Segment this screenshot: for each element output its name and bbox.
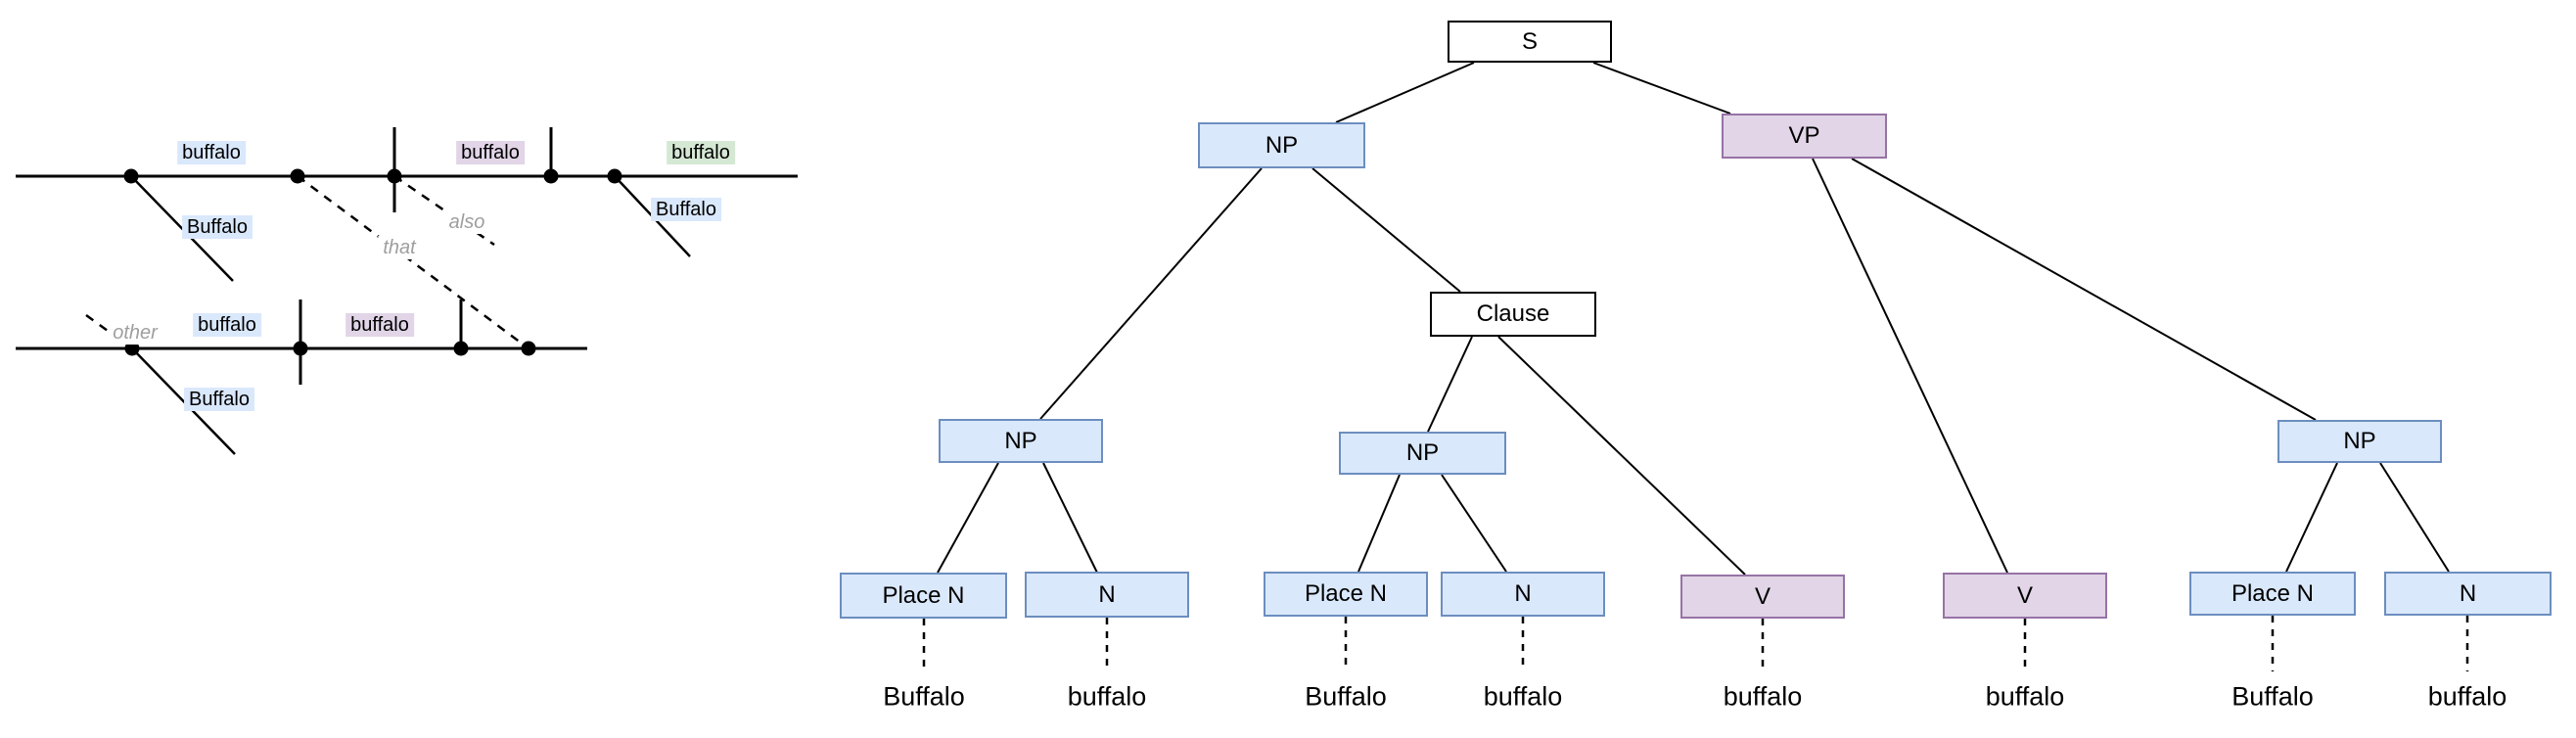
tree-node-np-left: NP (939, 419, 1103, 463)
leaf-word-1-buffalo: Buffalo (883, 681, 965, 712)
attachment-dot-6 (124, 341, 140, 356)
tree-node-vp: VP (1722, 114, 1887, 159)
tree-edge-5 (1427, 336, 1473, 433)
leaf-word-4-buffalo: buffalo (1483, 681, 1563, 712)
tree-node-n-1: N (1025, 572, 1189, 618)
tree-node-clause: Clause (1430, 292, 1596, 337)
diagram-word-buffalo-8: Buffalo (184, 388, 254, 411)
attachment-dot-3 (387, 168, 402, 184)
attachment-dot-2 (290, 168, 305, 184)
leaf-word-8-buffalo: buffalo (2427, 681, 2507, 712)
tree-node-v-1: V (1680, 575, 1845, 619)
leaf-word-3-buffalo: Buffalo (1305, 681, 1387, 712)
leaf-word-5-buffalo: buffalo (1723, 681, 1803, 712)
implied-word-that-10: that (378, 236, 421, 259)
tree-node-n-2: N (1441, 572, 1605, 617)
diagram-word-buffalo-2: buffalo (456, 141, 525, 164)
leaf-word-2-buffalo: buffalo (1067, 681, 1147, 712)
tree-edge-1 (1335, 62, 1475, 123)
diagram-word-buffalo-3: buffalo (667, 141, 735, 164)
tree-edge-13 (2285, 462, 2338, 573)
tree-node-place-n-3: Place N (2189, 572, 2356, 616)
modifier-line-3 (131, 347, 236, 455)
tree-edge-2 (1592, 62, 1731, 115)
leaf-word-6-buffalo: buffalo (1985, 681, 2065, 712)
tree-node-place-n-2: Place N (1264, 572, 1428, 617)
tree-edge-6 (1497, 336, 1746, 576)
tree-edge-14 (2379, 462, 2450, 573)
diagram-word-buffalo-6: buffalo (193, 313, 261, 337)
tree-edge-4 (1311, 167, 1461, 293)
implied-word-other-11: other (108, 321, 162, 345)
tree-node-s: S (1448, 21, 1612, 63)
diagram-word-buffalo-4: Buffalo (182, 215, 253, 239)
tree-node-np-mid: NP (1339, 432, 1506, 475)
implied-word-also-9: also (443, 210, 490, 234)
tree-node-np-right: NP (2277, 420, 2442, 463)
attachment-dot-1 (123, 168, 139, 184)
tree-edge-3 (1039, 167, 1263, 420)
tree-node-place-n-1: Place N (840, 573, 1007, 619)
implied-word-line-1 (297, 174, 529, 350)
modifier-line-1 (130, 175, 234, 282)
tree-edge-11 (1357, 474, 1401, 573)
tree-edge-8 (1851, 158, 2317, 421)
tree-edge-12 (1441, 474, 1507, 573)
attachment-dot-4 (543, 168, 559, 184)
attachment-dot-7 (293, 341, 308, 356)
diagram-word-buffalo-5: Buffalo (651, 198, 721, 221)
tree-edge-9 (937, 462, 999, 574)
attachment-dot-8 (453, 341, 469, 356)
tree-node-np-top: NP (1198, 122, 1365, 168)
tree-node-v-2: V (1943, 573, 2107, 619)
attachment-dot-9 (521, 341, 536, 356)
leaf-word-7-buffalo: Buffalo (2231, 681, 2314, 712)
tree-node-n-3: N (2384, 572, 2552, 616)
tree-edge-10 (1042, 462, 1098, 574)
diagram-word-buffalo-7: buffalo (345, 313, 414, 337)
diagram-word-buffalo-1: buffalo (177, 141, 246, 164)
tree-edge-7 (1812, 158, 2008, 574)
attachment-dot-5 (607, 168, 622, 184)
